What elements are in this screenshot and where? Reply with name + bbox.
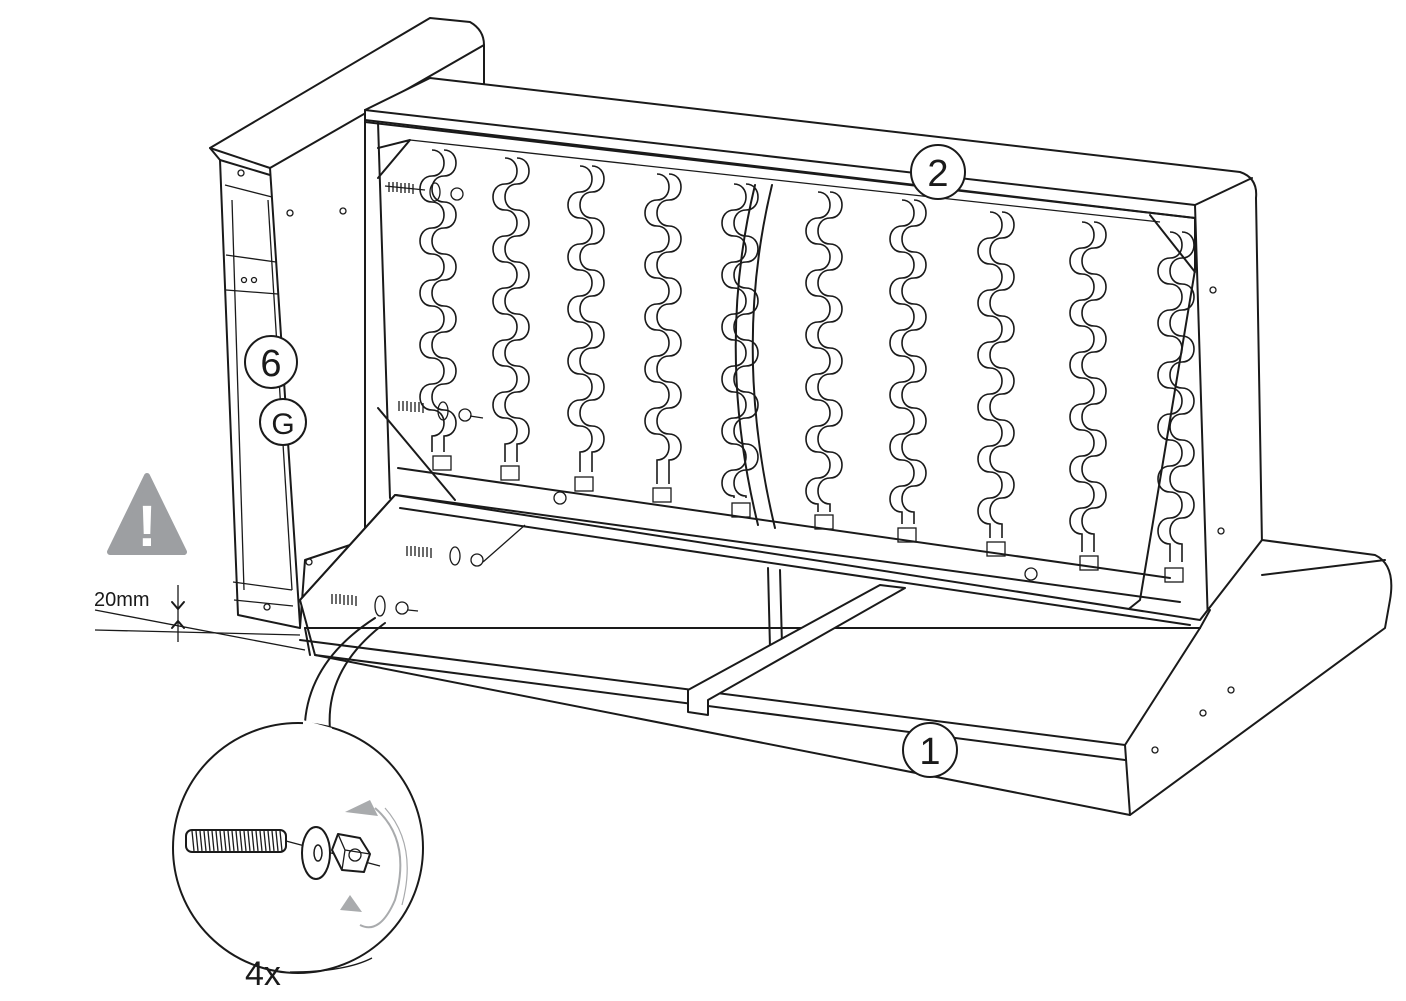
dimension-label: 20mm: [94, 589, 150, 611]
part-label-1: 1: [902, 722, 958, 778]
seat-frame: [299, 494, 1393, 816]
bolt-set-armrest-bottom: [398, 401, 484, 422]
part-label-g: G: [259, 398, 307, 446]
warning-icon: !: [107, 473, 187, 559]
armrest-panel: [209, 17, 485, 629]
nut-icon: [331, 833, 371, 873]
warning-symbol: !: [137, 494, 156, 559]
spring-6: [805, 191, 831, 512]
spring-10: [1157, 231, 1183, 562]
spring-6-outline: [817, 191, 843, 512]
zigzag-springs: [419, 149, 1195, 562]
spring-4-outline: [656, 173, 682, 484]
spring-3-outline: [579, 165, 605, 472]
spring-8-outline: [989, 211, 1015, 538]
bolt-set-armrest-top: [384, 182, 464, 202]
spring-7-outline: [901, 199, 927, 524]
svg-text:2: 2: [927, 153, 948, 195]
washer-icon: [301, 826, 331, 880]
rotate-arrow-icon: [340, 800, 408, 929]
dimension-20mm: 20mm: [94, 585, 306, 651]
svg-text:G: G: [271, 408, 294, 441]
bolt-set-seat-bottom: [331, 594, 419, 617]
spring-10-outline: [1169, 231, 1195, 562]
part-label-6: 6: [244, 335, 298, 389]
spring-2: [492, 157, 518, 462]
quantity-label: 4x: [245, 955, 281, 993]
spring-5: [721, 183, 747, 498]
bolt-icon: [185, 829, 287, 853]
part-label-2: 2: [910, 144, 966, 200]
spring-1: [419, 149, 445, 452]
spring-2-outline: [504, 157, 530, 462]
backrest-frame: [364, 77, 1263, 626]
spring-4: [644, 173, 670, 484]
svg-text:1: 1: [919, 731, 940, 773]
spring-7: [889, 199, 915, 524]
spring-1-outline: [431, 149, 457, 452]
spring-3: [567, 165, 593, 472]
svg-text:6: 6: [260, 343, 281, 385]
spring-9: [1069, 221, 1095, 552]
spring-8: [977, 211, 1003, 538]
spring-9-outline: [1081, 221, 1107, 552]
bolt-detail-callout: 4x: [172, 617, 424, 993]
spring-5-outline: [733, 183, 759, 498]
bolt-set-seat-top: [406, 524, 526, 567]
